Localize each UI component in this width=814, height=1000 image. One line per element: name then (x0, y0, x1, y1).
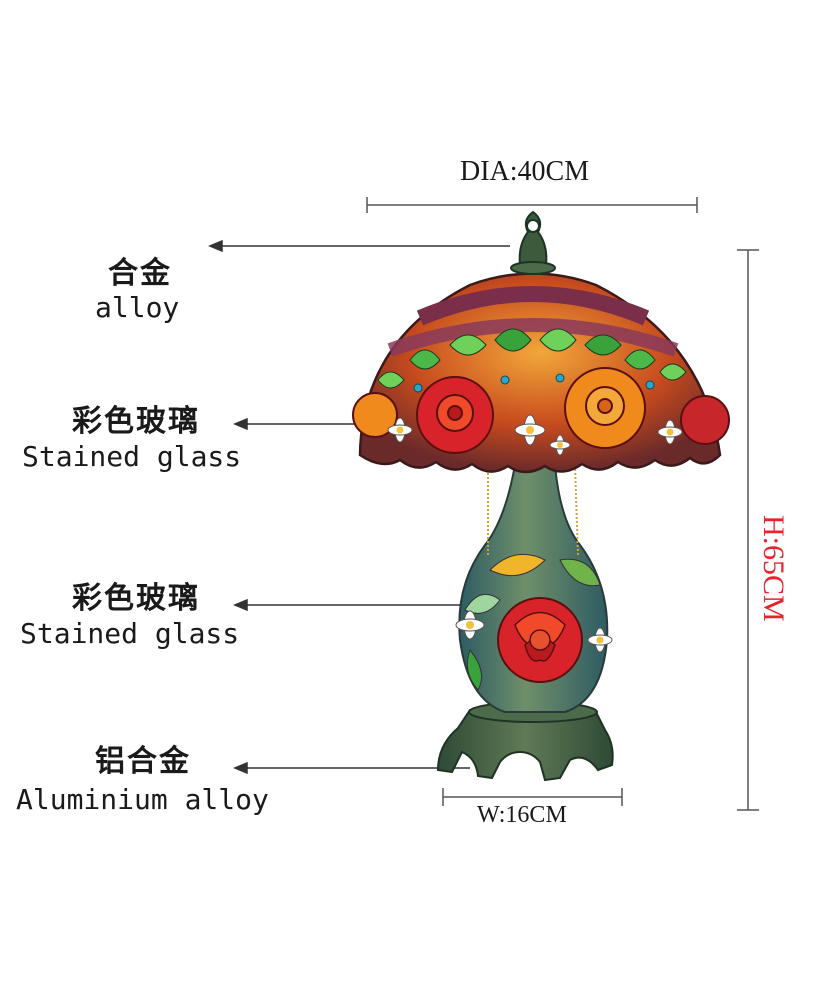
label-shade-glass-cn: 彩色玻璃 (72, 404, 200, 439)
height-label: H:65CM (757, 515, 790, 622)
label-base-alloy-en: Aluminium alloy (16, 783, 269, 816)
width-label: W:16CM (477, 802, 567, 828)
lamp-body-stained-glass (455, 464, 613, 713)
label-alloy-en: alloy (95, 291, 180, 324)
lamp-shade-stained-glass (352, 272, 730, 474)
diameter-dimension-line (366, 197, 698, 213)
label-body-glass-cn: 彩色玻璃 (72, 581, 200, 616)
diameter-label: DIA:40CM (460, 156, 590, 187)
width-dimension-line (442, 788, 623, 806)
pull-chains (487, 464, 579, 556)
height-dimension-line (737, 249, 759, 811)
label-body-glass-en: Stained glass (20, 617, 240, 650)
lamp-finial-alloy (510, 210, 556, 275)
label-base-alloy-cn: 铝合金 (95, 744, 191, 779)
label-alloy-cn: 合金 (108, 256, 172, 291)
label-shade-glass-en: Stained glass (22, 440, 242, 473)
